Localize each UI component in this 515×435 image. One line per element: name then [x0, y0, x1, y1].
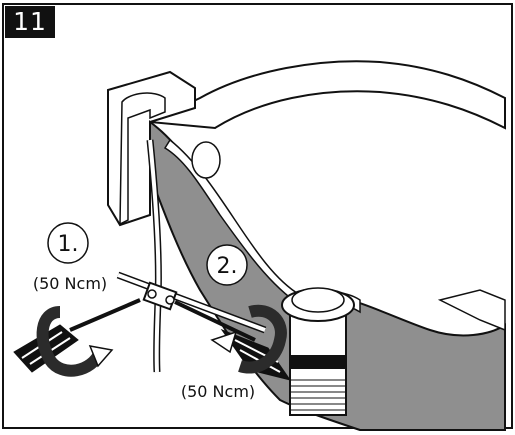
screwdriver-2 [174, 300, 292, 381]
overflow-hole [191, 141, 221, 179]
clamp-screw-2 [165, 295, 175, 305]
connecting-rod [117, 273, 266, 332]
screwdriver-1 [13, 298, 141, 373]
rotation-arrowhead-2 [210, 330, 238, 354]
drain-nut [290, 355, 346, 369]
basin-edge [437, 289, 506, 332]
callout-circle-2 [206, 244, 248, 286]
rotation-arrow-2 [238, 304, 287, 374]
drain-thread [290, 379, 346, 411]
callout-label-2: 2. [217, 254, 238, 279]
basin-rim [146, 60, 506, 130]
rotation-arrow-1 [36, 306, 106, 377]
step-number-badge: 11 [5, 6, 55, 38]
clamp-screw-1 [147, 289, 157, 299]
drain-plug [291, 287, 345, 313]
torque-label-2: (50 Ncm) [181, 382, 255, 401]
callout-label-1: 1. [58, 232, 79, 257]
torque-label-1: (50 Ncm) [33, 274, 107, 293]
rotation-arrowhead-1 [88, 345, 114, 368]
callout-circle-1 [47, 222, 89, 264]
panel-border [2, 3, 513, 429]
wall-cutout [119, 92, 166, 226]
